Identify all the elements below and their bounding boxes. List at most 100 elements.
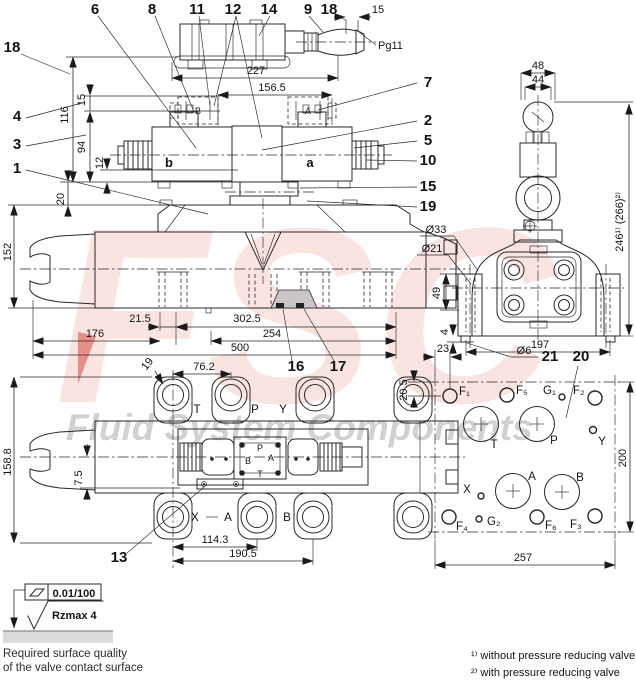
- dim-44: 44: [532, 74, 544, 86]
- dim-48: 48: [532, 60, 544, 72]
- port-label-y: Y: [279, 404, 287, 416]
- port-pattern-f1: F₁: [459, 386, 470, 398]
- callout-11: 11: [189, 1, 205, 18]
- port-pattern-g2: G₂: [487, 516, 500, 528]
- port-label-x: X: [191, 512, 199, 524]
- surface-quality-note: 0.01/100 Rzmax 4 Required surface qualit…: [3, 583, 143, 674]
- callout-12: 12: [225, 1, 242, 18]
- callout-7: 7: [424, 74, 432, 91]
- end-cap: [425, 231, 457, 309]
- dim-176: 176: [86, 328, 104, 340]
- callout-15: 15: [420, 178, 437, 195]
- port-pattern-g1: G₁: [543, 385, 556, 397]
- dim-23: 23: [437, 343, 449, 355]
- dim-12: 12: [94, 157, 106, 169]
- cable-gland: [355, 29, 365, 55]
- gland-thread-label: Pg11: [378, 40, 403, 52]
- symbol-port-a: A: [305, 106, 311, 116]
- port-pattern-f4: F₄: [456, 521, 468, 533]
- pilot-symbol-p: P: [257, 443, 263, 453]
- body-dimensions: 21.5 302.5 176 254 500: [32, 300, 397, 359]
- bottom-nose: [29, 429, 96, 491]
- dim-dia-6: Ø6: [517, 345, 532, 357]
- symbol-box-b: B: [169, 96, 219, 125]
- callout-3: 3: [13, 136, 21, 153]
- main-valve-body-side-view: [20, 195, 470, 314]
- port-pattern-b: B: [576, 472, 584, 484]
- foot-right: [595, 273, 621, 337]
- surface-caption-line2: of the valve contact surface: [3, 662, 143, 674]
- dim-20: 20: [55, 193, 67, 205]
- port-pattern-p: P: [550, 435, 558, 447]
- symbol-box-a: A: [287, 96, 337, 125]
- dim-246-266: 246¹⁾ (266)²⁾: [614, 192, 626, 252]
- cable: [317, 28, 357, 36]
- footnote-1: ¹⁾ without pressure reducing valve: [471, 650, 635, 662]
- left-dimension-chain: 116 15 94 12 20 152: [2, 56, 238, 309]
- nameplate-screw-right: [296, 303, 304, 308]
- port-label-p: P: [251, 404, 259, 416]
- dim-227: 227: [247, 65, 265, 77]
- port-pattern-y: Y: [598, 436, 606, 448]
- dim-21-5: 21.5: [129, 313, 150, 325]
- pilot-valve-side-view: 156.5 B A b a: [110, 82, 392, 197]
- callout-6: 6: [91, 1, 99, 18]
- callouts: 6 8 11 12 14 9 18 18 4 3 1 7 2 5 10 15 1…: [4, 1, 437, 375]
- dim-190-5: 190.5: [229, 548, 257, 560]
- mounting-flange: [496, 251, 582, 323]
- callout-13: 13: [111, 549, 128, 566]
- callout-1: 1: [13, 160, 21, 177]
- callout-2: 2: [424, 112, 432, 129]
- callout-16: 16: [288, 358, 305, 375]
- solenoid-b-label: b: [165, 155, 173, 170]
- surface-bar: [3, 631, 113, 643]
- dim-94: 94: [76, 141, 88, 153]
- flatness-icon: [28, 588, 46, 597]
- dim-76-2: 76.2: [193, 361, 214, 373]
- roughness-value: Rzmax 4: [52, 610, 98, 622]
- dim-158-8: 158.8: [2, 448, 14, 476]
- port-label-t: T: [193, 404, 200, 416]
- callout-9: 9: [304, 1, 312, 18]
- port-label-b: B: [283, 512, 291, 524]
- callout-20: 20: [573, 348, 590, 365]
- dim-152: 152: [2, 243, 14, 261]
- pilot-valve-top-view: 15 Pg11 227: [171, 4, 403, 82]
- dim-257: 257: [514, 552, 532, 564]
- port-pattern-x: X: [463, 484, 471, 496]
- callout-4: 4: [13, 108, 22, 125]
- port-label-a: A: [224, 512, 232, 524]
- footnotes: ¹⁾ without pressure reducing valve ²⁾ wi…: [471, 650, 635, 679]
- callout-18-left: 18: [4, 39, 21, 56]
- solenoid-a-label: a: [306, 155, 314, 170]
- dim-116: 116: [59, 106, 71, 124]
- port-pattern-t: T: [490, 439, 497, 451]
- dim-15-left: 15: [76, 94, 88, 106]
- ports: [441, 387, 603, 525]
- bottom-view: T P Y X A B P B A T: [2, 356, 465, 568]
- pilot-center-body: [231, 125, 283, 183]
- dim-500: 500: [231, 342, 249, 354]
- dim-156-5: 156.5: [258, 82, 286, 94]
- watermark-company-text: Fluid System Components: [66, 407, 533, 448]
- dim-dia-33: Ø33: [426, 224, 447, 236]
- dim-114-3: 114.3: [202, 534, 229, 546]
- dim-19: 19: [139, 356, 156, 373]
- port-pattern-f5: F₅: [516, 385, 528, 397]
- dim-254: 254: [263, 328, 281, 340]
- roughness-icon: [27, 600, 104, 630]
- callout-5: 5: [424, 132, 432, 149]
- pilot-symbol-t: T: [257, 469, 263, 479]
- hidden-bolt-holes: [157, 271, 394, 307]
- dim-15-gland: 15: [372, 4, 384, 16]
- flatness-tolerance: 0.01/100: [53, 588, 96, 600]
- port-pattern-f6: F₆: [545, 520, 557, 532]
- bolt-bosses: [153, 376, 433, 540]
- port-pattern-f2: F₂: [573, 385, 585, 397]
- port-pattern-a: A: [528, 471, 536, 483]
- footnote-2: ²⁾ with pressure reducing valve: [471, 667, 620, 679]
- pilot-valve-bottom: P B A T: [177, 428, 369, 490]
- dim-302-5: 302.5: [233, 313, 261, 325]
